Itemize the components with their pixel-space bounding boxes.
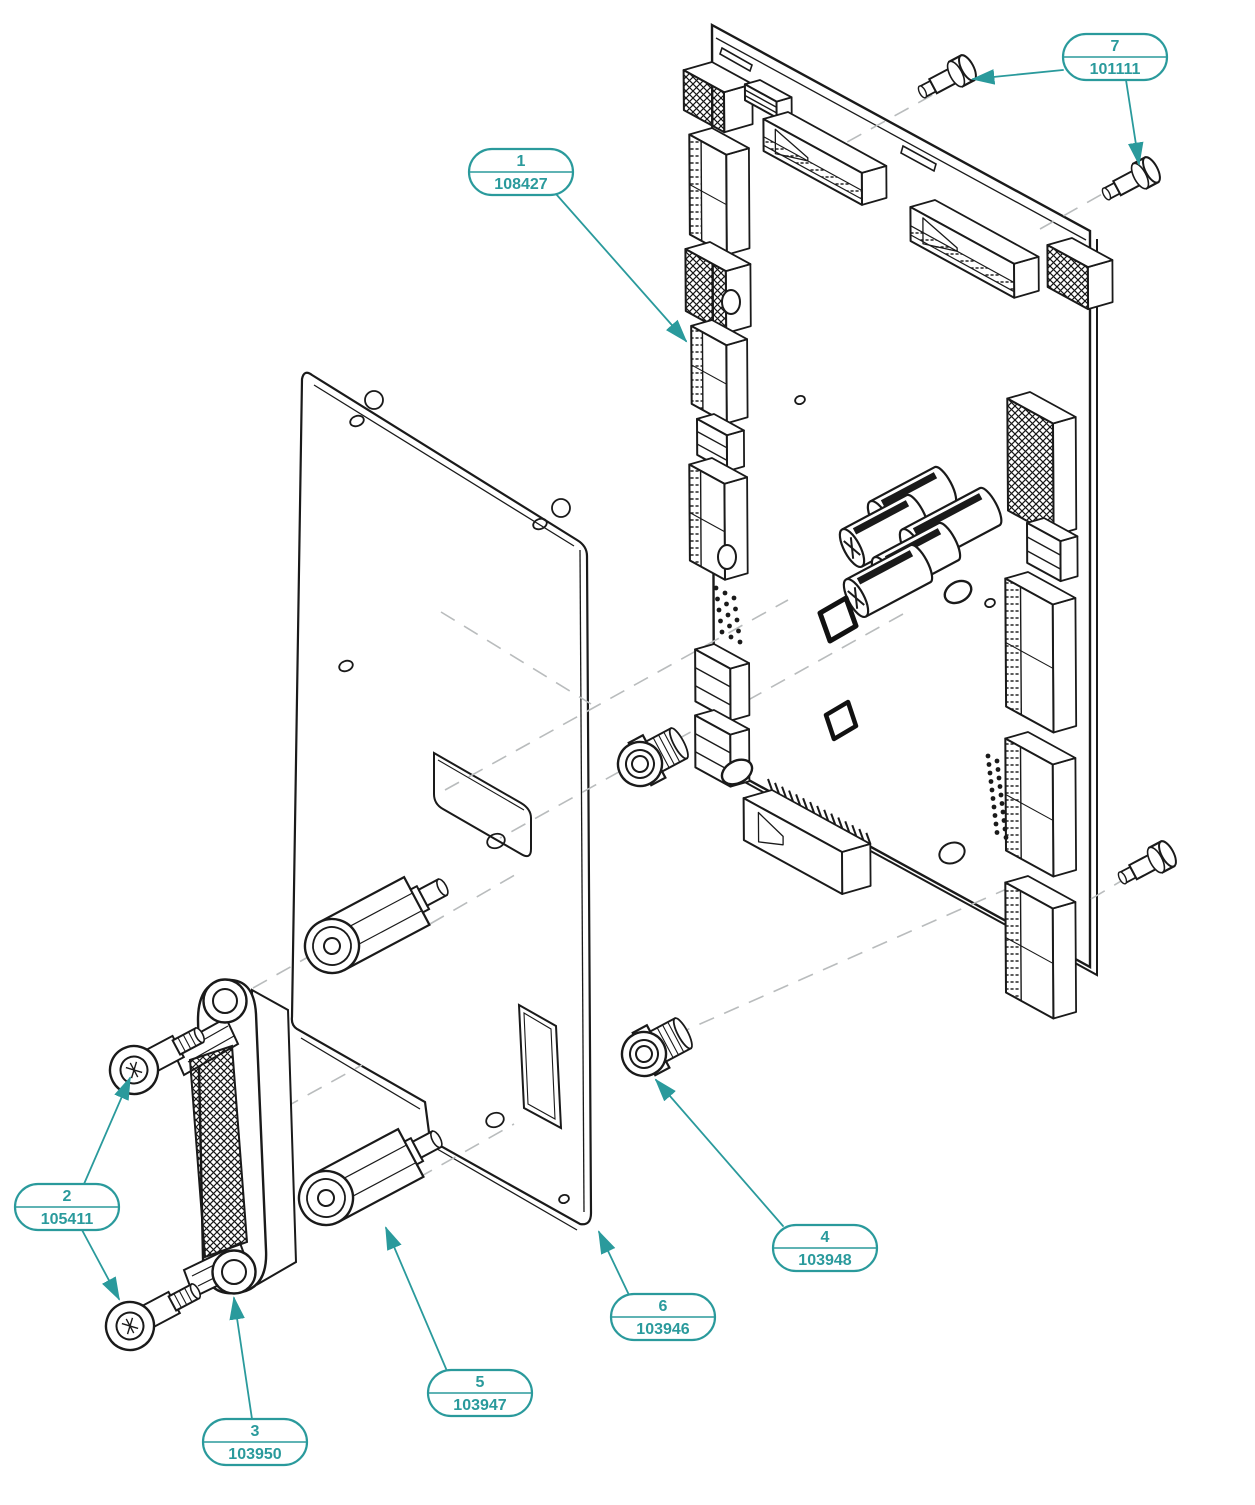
callout-4-number: 4 — [821, 1229, 830, 1246]
hex-standoff — [303, 875, 449, 975]
ic-chips — [817, 595, 859, 742]
header-connector — [682, 61, 754, 134]
callout-5-number: 5 — [476, 1374, 485, 1391]
callout-6-part-number: 103946 — [636, 1321, 689, 1338]
board-holes — [717, 289, 996, 865]
callout-5-part-number: 103947 — [453, 1397, 506, 1414]
callout-4-part-number: 103948 — [798, 1252, 851, 1269]
callout-2-leader — [81, 1229, 120, 1301]
callout-1-leader — [555, 193, 688, 343]
callout-4: 4 103948 — [654, 1078, 879, 1273]
ribbon-connector — [688, 127, 751, 256]
card-edge-connector — [762, 111, 888, 206]
callout-4-leader — [654, 1078, 784, 1227]
callout-5: 5 103947 — [385, 1226, 534, 1418]
board-screw — [1101, 156, 1161, 201]
ic-chip — [817, 595, 859, 644]
small-connector — [694, 643, 751, 722]
callout-3-number: 3 — [251, 1423, 260, 1440]
capacitor — [842, 543, 934, 619]
callout-1-number: 1 — [517, 153, 526, 170]
header-connector — [1046, 237, 1114, 311]
board-screw — [917, 54, 977, 99]
connector-screw — [104, 1282, 202, 1352]
callout-6-leader — [598, 1230, 630, 1296]
board-screw — [1117, 840, 1177, 885]
callout-6-number: 6 — [659, 1298, 668, 1315]
card-edge-connector — [909, 199, 1040, 299]
callout-7-leader — [971, 69, 1064, 85]
board-components — [682, 61, 1114, 1020]
callout-3: 3 103950 — [201, 1296, 309, 1467]
pin-header-connector — [742, 778, 872, 895]
callout-1-part-number: 108427 — [494, 176, 547, 193]
small-connector — [1026, 517, 1079, 583]
small-connector — [696, 413, 745, 473]
header-connector — [1006, 391, 1078, 537]
ic-chip — [823, 699, 859, 742]
mounting-plate — [290, 371, 593, 1231]
via-dot-grids — [713, 585, 1009, 840]
capacitor-cluster — [838, 465, 1003, 619]
ribbon-connector — [1004, 571, 1078, 734]
callout-5-leader — [385, 1226, 448, 1372]
callout-7-leader — [1125, 79, 1144, 166]
d-sub-top-flange — [170, 1016, 240, 1077]
ribbon-connector — [690, 319, 749, 425]
hex-standoff — [297, 1127, 443, 1227]
callout-1: 1 108427 — [467, 147, 688, 343]
callout-7-part-number: 101111 — [1090, 61, 1141, 78]
callout-7: 7 101111 — [971, 32, 1169, 166]
ribbon-connector — [1004, 731, 1077, 878]
callout-3-leader — [229, 1296, 253, 1420]
callout-2-leader — [83, 1076, 131, 1185]
via-dots — [985, 753, 1009, 840]
ribbon-connector — [1004, 875, 1077, 1020]
callout-6: 6 103946 — [598, 1230, 717, 1342]
d-sub-pin-field — [188, 1044, 249, 1259]
round-standoff-nut — [620, 1016, 693, 1078]
callout-2-part-number: 105411 — [41, 1211, 94, 1228]
callout-2-number: 2 — [63, 1188, 72, 1205]
round-standoff-nut — [616, 726, 689, 788]
callout-2: 2 105411 — [13, 1076, 131, 1301]
via-dots — [713, 585, 743, 645]
callout-7-number: 7 — [1111, 38, 1120, 55]
callout-3-part-number: 103950 — [228, 1446, 281, 1463]
d-sub-connector — [170, 978, 298, 1299]
capacitor — [838, 493, 930, 569]
